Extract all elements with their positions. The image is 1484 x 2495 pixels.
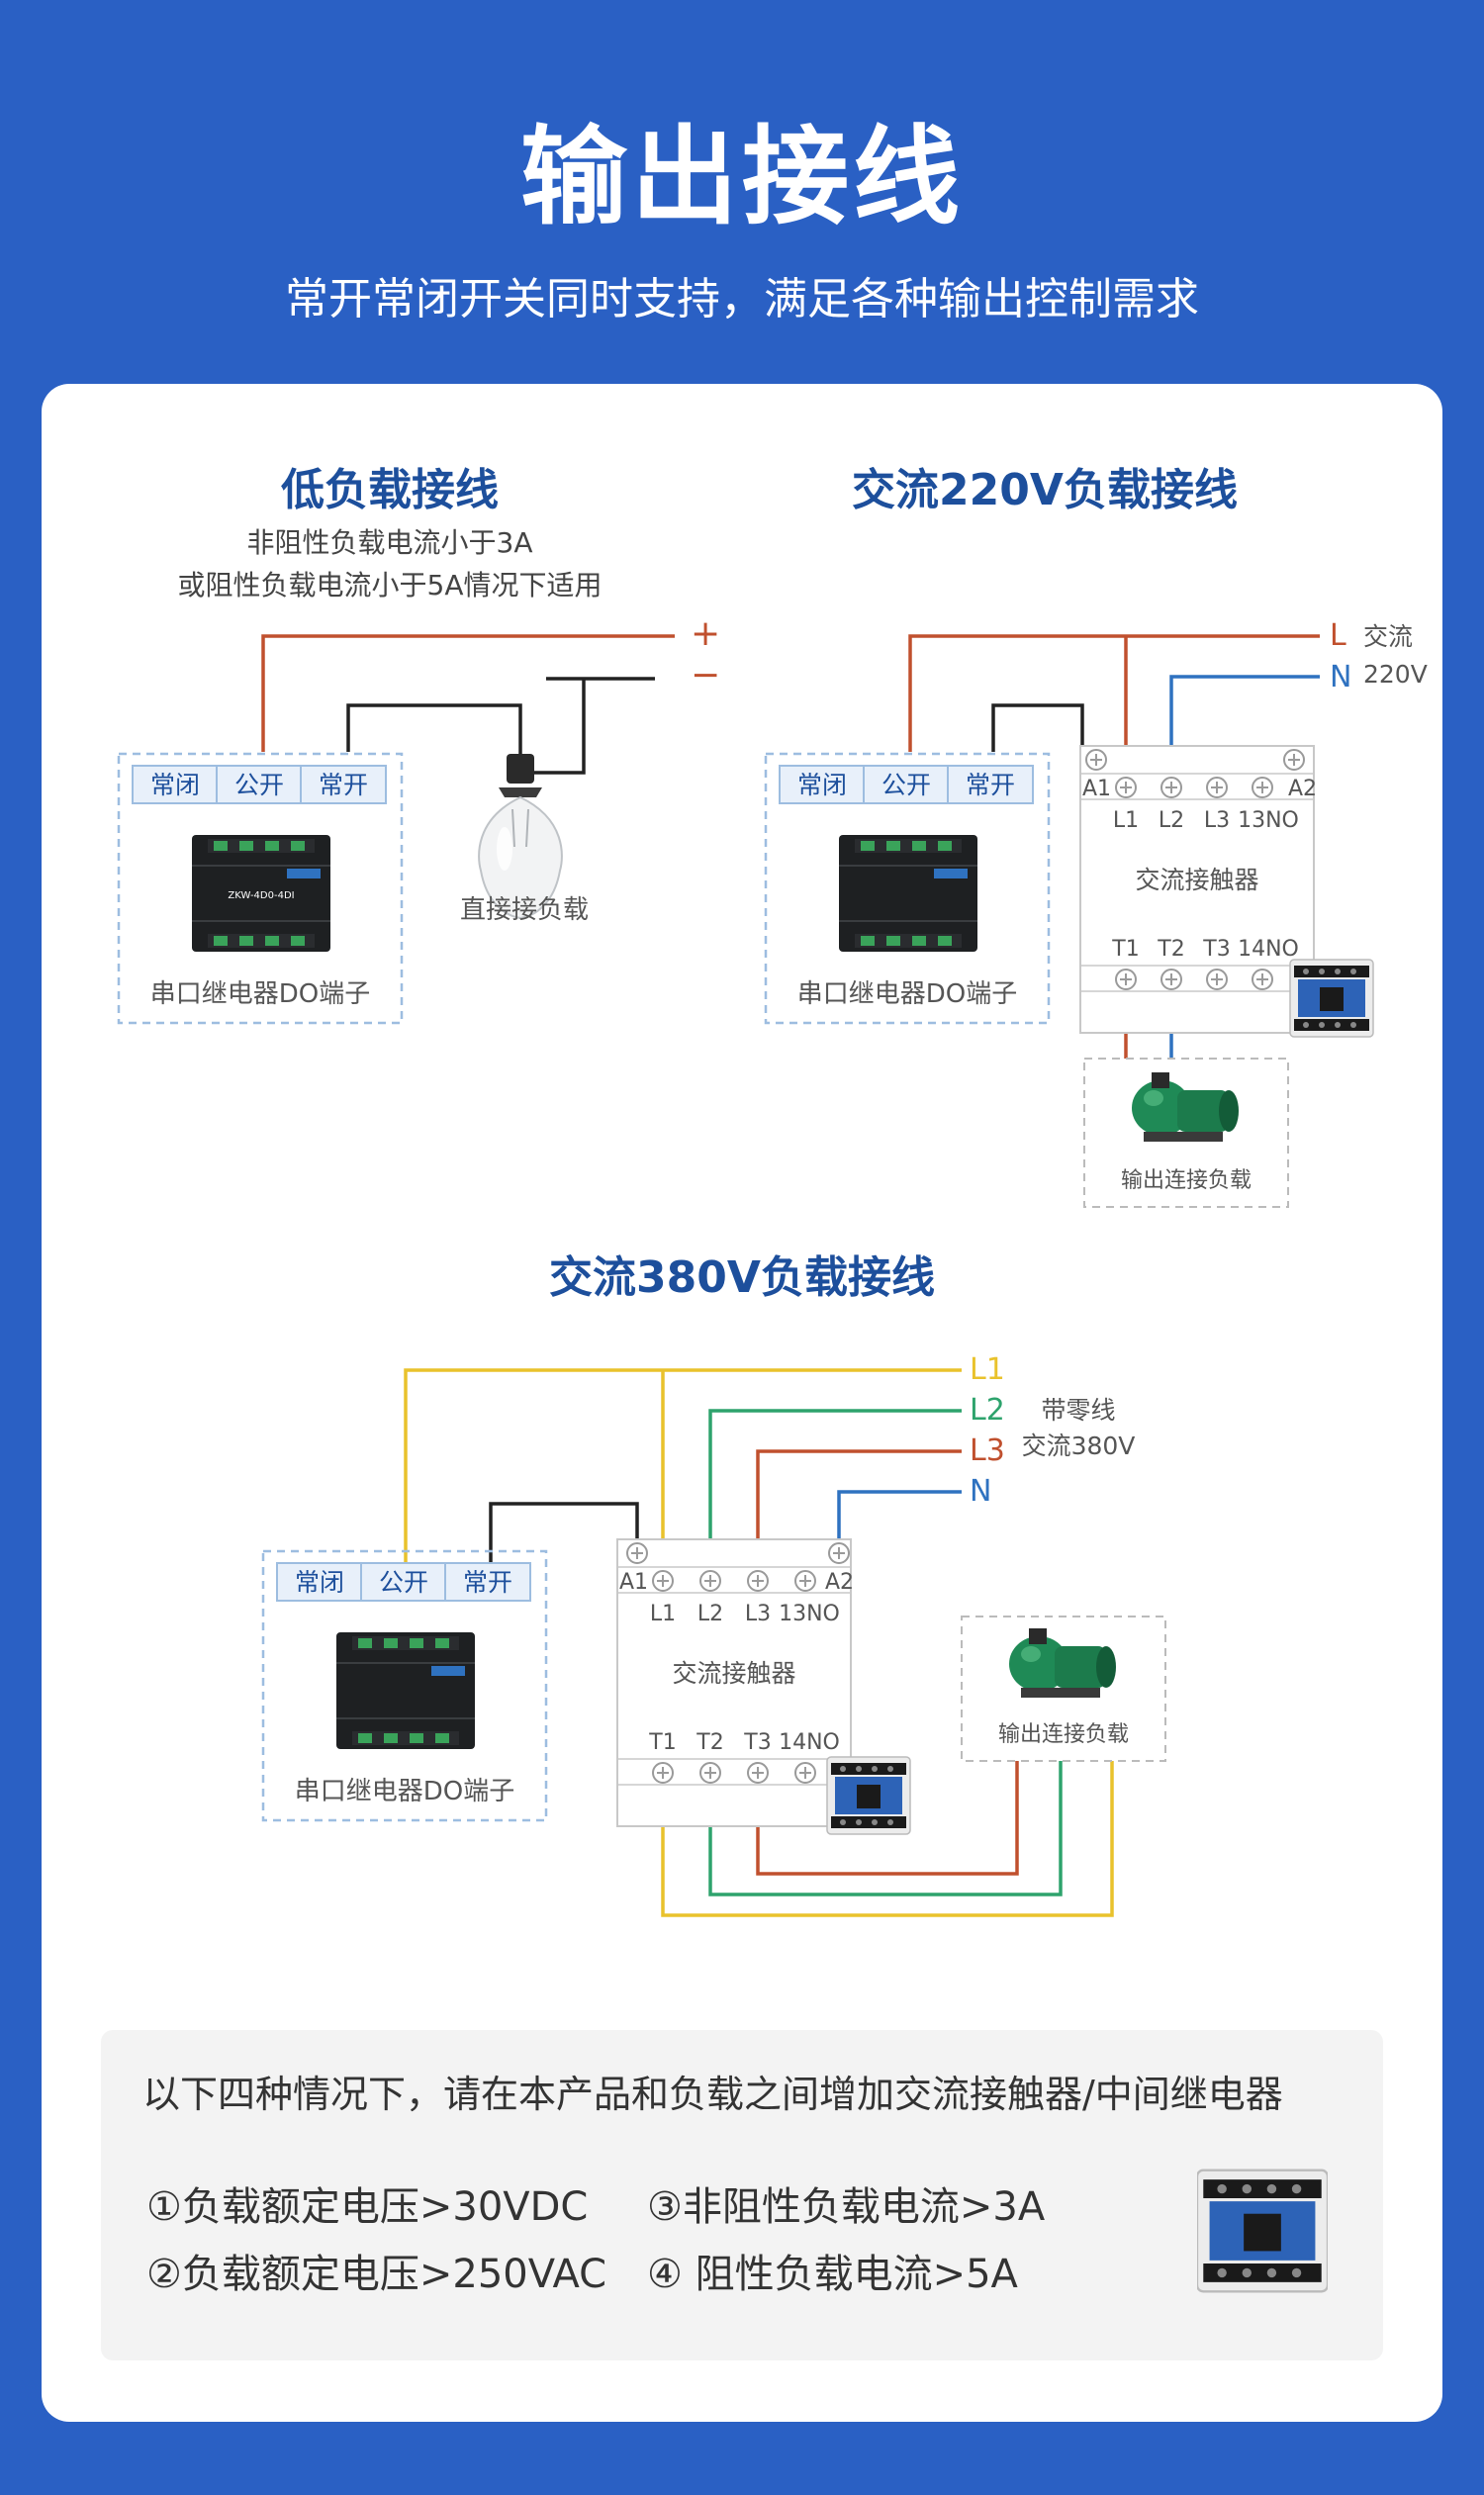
ac380-bot-term-1: T1 xyxy=(648,1730,676,1755)
page-subtitle: 常开常闭开关同时支持，满足各种输出控制需求 xyxy=(285,274,1199,324)
ac380-load-frame xyxy=(961,1616,1166,1762)
low-load-note-1: 非阻性负载电流小于3A xyxy=(247,526,533,559)
ac380-label-2: 交流380V xyxy=(1022,1432,1136,1460)
ac220-load-caption: 输出连接负载 xyxy=(1121,1168,1252,1193)
ac220-wire-coil xyxy=(991,703,1084,760)
ac220-pump-icon xyxy=(1132,1072,1239,1142)
ac220-top-term-3: L3 xyxy=(1204,808,1230,833)
ac380-line-L3: L3 xyxy=(970,1433,1005,1468)
condition-2: ②负载额定电压>250VAC xyxy=(146,2252,607,2297)
ac220-bot-term-2: T2 xyxy=(1157,937,1184,962)
ac380-wire-T2 xyxy=(708,1761,1063,1896)
minus-sign: − xyxy=(691,655,720,695)
wiring-diagram: 低负载接线 非阻性负载电流小于3A 或阻性负载电流小于5A情况下适用 + − 常… xyxy=(117,465,1428,1917)
low-load-term-no: 常开 xyxy=(319,771,368,799)
ac220-relay-device xyxy=(839,835,977,952)
ac380-wire-L2 xyxy=(708,1409,962,1581)
ac220-contactor-name: 交流接触器 xyxy=(1135,866,1258,894)
ac220-label-1: 交流 xyxy=(1363,622,1413,651)
low-load-wire-plus xyxy=(261,634,675,752)
low-load-terminal-strip xyxy=(132,765,387,804)
low-load-relay-model: ZKW-4D0-4DI xyxy=(228,890,294,901)
ac220-a2: A2 xyxy=(1288,777,1317,801)
ac220-relay-frame xyxy=(764,752,1051,1025)
ac380-relay-device xyxy=(336,1632,475,1749)
low-load-title: 低负载接线 xyxy=(281,465,499,515)
ac380-bot-term-4: 14NO xyxy=(779,1730,840,1755)
ac380-wire-coil xyxy=(489,1502,639,1563)
page-title: 输出接线 xyxy=(519,116,964,239)
contactor-photo-icon xyxy=(1197,2169,1328,2293)
ac220-title: 交流220V负载接线 xyxy=(852,465,1238,515)
condition-1: ①负载额定电压>30VDC xyxy=(146,2184,589,2230)
ac220-line-L: L xyxy=(1330,618,1346,653)
ac220-term-com: 公开 xyxy=(881,771,931,799)
ac380-top-term-4: 13NO xyxy=(779,1602,840,1626)
ac220-top-term-2: L2 xyxy=(1159,808,1184,833)
ac380-bot-term-2: T2 xyxy=(696,1730,723,1755)
ac220-term-nc: 常闭 xyxy=(797,771,847,799)
ac220-top-term-4: 13NO xyxy=(1238,808,1299,833)
ac380-a2: A2 xyxy=(825,1570,854,1595)
ac380-top-term-3: L3 xyxy=(745,1602,771,1626)
condition-4: ④ 阻性负载电流>5A xyxy=(647,2252,1018,2297)
ac220-bot-term-3: T3 xyxy=(1202,937,1230,962)
ac380-wire-N xyxy=(837,1490,962,1551)
ac220-bot-term-1: T1 xyxy=(1111,937,1139,962)
ac380-contactor-name: 交流接触器 xyxy=(672,1659,795,1688)
ac380-line-L2: L2 xyxy=(970,1393,1005,1428)
condition-3: ③非阻性负载电流>3A xyxy=(647,2184,1046,2230)
ac220-line-N: N xyxy=(1330,660,1351,694)
ac380-line-N: N xyxy=(970,1474,991,1509)
ac220-relay-caption: 串口继电器DO端子 xyxy=(797,979,1018,1009)
ac380-relay-frame xyxy=(261,1549,548,1822)
low-load-relay-frame xyxy=(117,752,404,1025)
ac220-bot-term-4: 14NO xyxy=(1238,937,1299,962)
ac220-terminal-strip xyxy=(779,765,1034,804)
ac380-pump-icon xyxy=(1009,1628,1116,1698)
info-box: 以下四种情况下，请在本产品和负载之间增加交流接触器/中间继电器 ①负载额定电压>… xyxy=(101,2030,1383,2360)
ac380-top-term-2: L2 xyxy=(697,1602,723,1626)
low-load-note-2: 或阻性负载电流小于5A情况下适用 xyxy=(178,569,603,601)
ac380-wire-L1-to-module xyxy=(404,1368,962,1563)
ac380-term-nc: 常闭 xyxy=(295,1568,344,1597)
ac220-contactor-photo xyxy=(1289,959,1374,1038)
ac380-label-1: 带零线 xyxy=(1041,1396,1115,1425)
ac380-term-com: 公开 xyxy=(379,1568,428,1597)
low-load-wire-bulb-return xyxy=(520,679,586,775)
ac380-contactor-photo xyxy=(826,1756,911,1835)
info-heading: 以下四种情况下，请在本产品和负载之间增加交流接触器/中间继电器 xyxy=(142,2073,1283,2116)
ac220-top-term-1: L1 xyxy=(1113,808,1139,833)
ac380-wire-T1 xyxy=(661,1761,1114,1917)
ac380-title: 交流380V负载接线 xyxy=(549,1252,935,1303)
ac220-label-2: 220V xyxy=(1363,660,1428,689)
plus-sign: + xyxy=(691,613,720,654)
ac380-top-term-1: L1 xyxy=(650,1602,676,1626)
ac380-load-caption: 输出连接负载 xyxy=(998,1722,1129,1747)
low-load-wire-to-bulb xyxy=(346,703,522,760)
ac380-terminal-strip xyxy=(276,1562,531,1602)
ac220-a1: A1 xyxy=(1082,777,1111,801)
ac220-load-frame xyxy=(1083,1058,1289,1208)
ac380-relay-caption: 串口继电器DO端子 xyxy=(295,1777,515,1806)
low-load-term-com: 公开 xyxy=(234,771,284,799)
bulb-caption: 直接接负载 xyxy=(460,895,589,925)
low-load-relay-caption: 串口继电器DO端子 xyxy=(150,979,371,1009)
ac380-a1: A1 xyxy=(619,1570,648,1595)
ac220-term-no: 常开 xyxy=(966,771,1015,799)
ac220-wire-L xyxy=(908,634,1320,752)
ac380-wire-L3 xyxy=(756,1449,962,1581)
low-load-term-nc: 常闭 xyxy=(150,771,200,799)
ac380-bot-term-3: T3 xyxy=(743,1730,771,1755)
ac380-line-L1: L1 xyxy=(970,1352,1005,1387)
light-bulb-icon xyxy=(478,754,563,920)
ac380-term-no: 常开 xyxy=(463,1568,512,1597)
